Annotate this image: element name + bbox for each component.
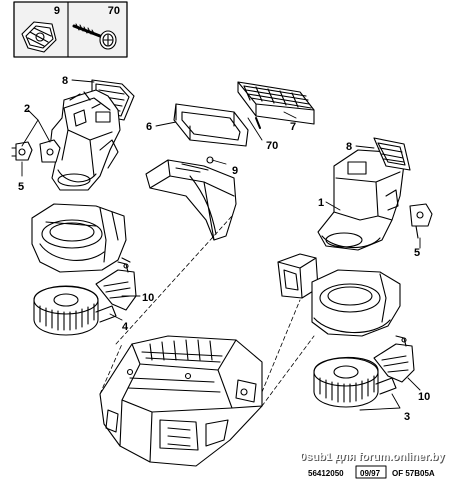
actuator-left-b xyxy=(39,139,61,163)
callout-labels: 1 2 3 4 5 5 6 7 8 8 9 10 10 70 xyxy=(18,75,430,423)
clip-part-icon xyxy=(21,21,57,53)
footer-ref-number: 56412050 xyxy=(308,469,344,478)
callout-6: 6 xyxy=(146,121,152,133)
duct-frame-6 xyxy=(173,103,249,147)
callout-1: 1 xyxy=(318,197,324,209)
filter-upper-right xyxy=(373,137,411,171)
callout-7: 7 xyxy=(290,121,296,133)
callout-8-right: 8 xyxy=(346,141,352,153)
legend-label-left: 9 xyxy=(54,5,60,17)
callout-3: 3 xyxy=(404,411,410,423)
housing-upper-left xyxy=(49,89,121,191)
duct-center xyxy=(145,159,237,241)
legend-label-right: 70 xyxy=(108,5,120,17)
callout-9: 9 xyxy=(232,165,238,177)
callout-2: 2 xyxy=(24,103,30,115)
watermark-shadow: 0sub1 для forum.onliner.by xyxy=(301,452,446,464)
screw-70-small xyxy=(255,117,261,129)
callout-10-left: 10 xyxy=(142,292,154,304)
watermark-text: 0sub1 для forum.onliner.by xyxy=(300,451,445,463)
legend-box: 9 70 xyxy=(13,1,128,58)
actuator-left-a xyxy=(11,141,33,161)
callout-70: 70 xyxy=(266,140,278,152)
callout-4: 4 xyxy=(122,321,129,333)
screw-part-icon xyxy=(72,23,117,50)
callout-8-left: 8 xyxy=(62,75,68,87)
blower-housing-right xyxy=(311,269,401,337)
callout-5-left: 5 xyxy=(18,181,24,193)
footer-date: 09/97 xyxy=(360,469,381,478)
duct-piece-right xyxy=(277,253,319,299)
blower-motor-left xyxy=(33,285,117,336)
leader-lines xyxy=(21,79,421,411)
callout-5-right: 5 xyxy=(414,247,420,259)
resistor-right xyxy=(373,335,415,383)
actuator-right xyxy=(409,203,433,239)
callout-10-right: 10 xyxy=(418,391,430,403)
blower-motor-right xyxy=(313,356,397,408)
footer-reference: 56412050 09/97 OF 57B05A xyxy=(308,465,435,479)
blower-housing-left xyxy=(31,203,127,273)
watermark: 0sub1 для forum.onliner.by 0sub1 для for… xyxy=(300,451,446,464)
heater-box-main xyxy=(99,335,263,467)
footer-code: OF 57B05A xyxy=(392,469,435,478)
assembly-lines xyxy=(99,215,315,407)
filter-7 xyxy=(237,81,315,125)
